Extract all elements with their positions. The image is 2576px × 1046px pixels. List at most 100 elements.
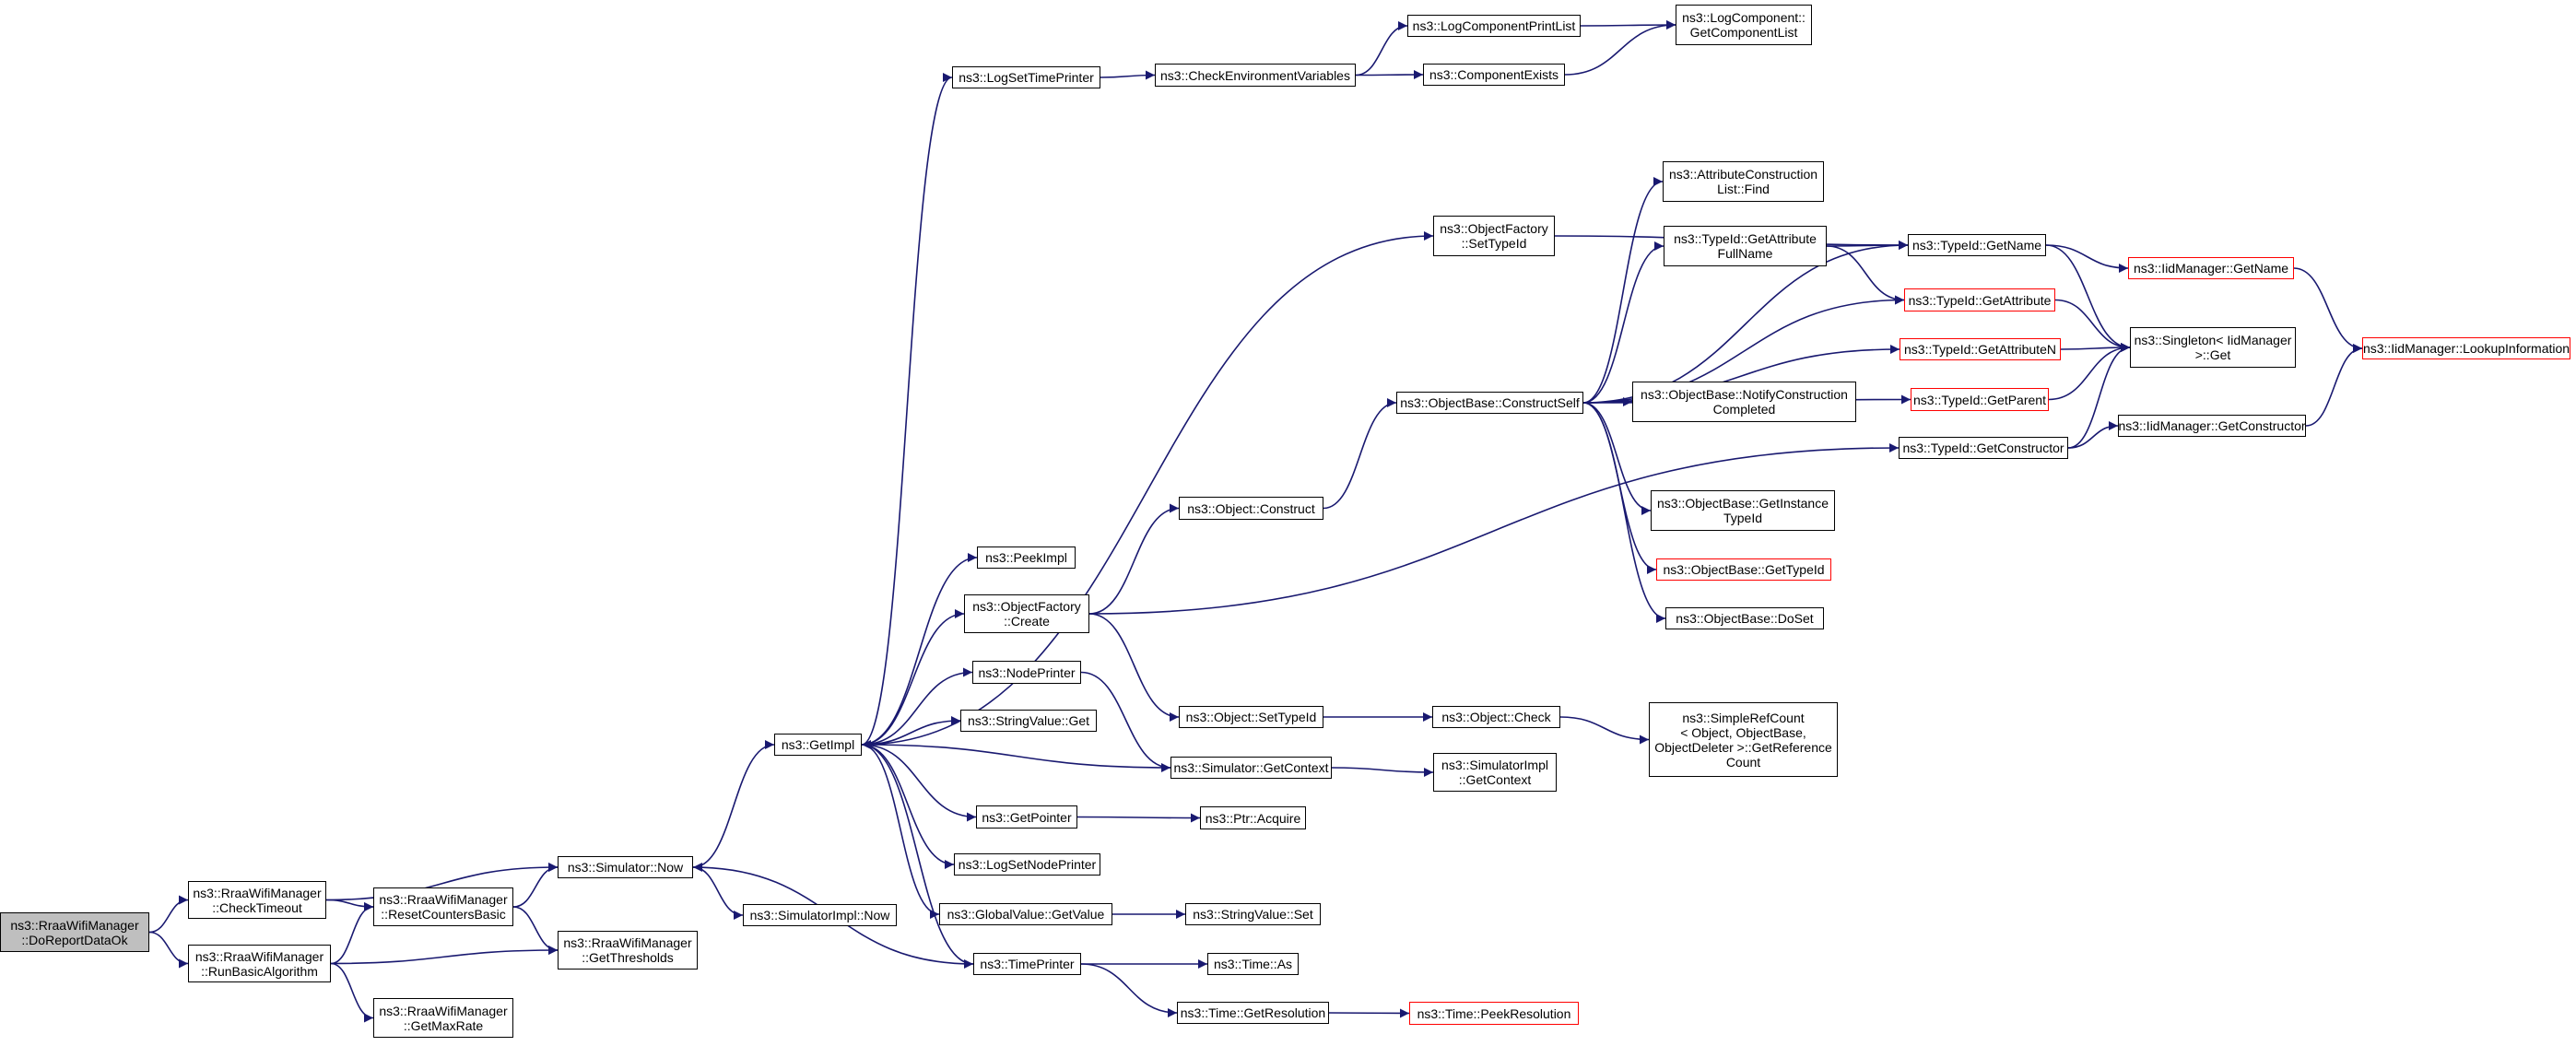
- edge-timegetres-to-timepeekres: [1328, 1008, 1410, 1018]
- node-stringvalueget[interactable]: ns3::StringValue::Get: [960, 710, 1097, 732]
- edge-runbasic-to-getthresholds: [330, 946, 559, 965]
- edge-objbaseconstructself-to-attrconstrfind: [1582, 177, 1664, 404]
- edge-simnow-to-simimplnow: [692, 866, 744, 920]
- edge-getimpl-to-logsettimeprinter: [861, 73, 953, 746]
- edge-typeidgetconstructor-to-iidmgrgetconstructor: [2067, 421, 2119, 449]
- node-iidmgrlookup[interactable]: ns3::IidManager::LookupInformation: [2362, 337, 2570, 359]
- edge-typeidgetconstructor-to-singletonget: [2067, 343, 2131, 449]
- node-objsettypeid[interactable]: ns3::Object::SetTypeId: [1179, 706, 1323, 728]
- node-logcompprintlist[interactable]: ns3::LogComponentPrintList: [1407, 15, 1581, 37]
- node-getimpl[interactable]: ns3::GetImpl: [774, 734, 862, 756]
- node-typeidgetattrfullname[interactable]: ns3::TypeId::GetAttribute FullName: [1664, 226, 1827, 266]
- node-objcheck[interactable]: ns3::Object::Check: [1432, 706, 1560, 728]
- edge-logcompprintlist-to-logcompgetlist: [1580, 20, 1676, 30]
- node-ofsettypeid[interactable]: ns3::ObjectFactory ::SetTypeId: [1433, 216, 1555, 256]
- node-iidmgrgetname[interactable]: ns3::IidManager::GetName: [2128, 257, 2294, 279]
- edge-objbaseconstructself-to-typeidgetattrfullname: [1582, 241, 1664, 404]
- edge-getimpl-to-nodeprinter: [861, 667, 973, 746]
- node-resetcounters[interactable]: ns3::RraaWifiManager ::ResetCountersBasi…: [373, 887, 513, 926]
- edge-timeprinter-to-timegetres: [1080, 963, 1178, 1017]
- node-objbasegettypeid[interactable]: ns3::ObjectBase::GetTypeId: [1656, 558, 1831, 581]
- node-ofcreate[interactable]: ns3::ObjectFactory ::Create: [964, 594, 1089, 633]
- node-objbasegetinstance[interactable]: ns3::ObjectBase::GetInstance TypeId: [1651, 490, 1835, 531]
- edge-resetcounters-to-getthresholds: [512, 906, 559, 955]
- node-simgetcontext[interactable]: ns3::Simulator::GetContext: [1170, 757, 1332, 779]
- node-ptracquire[interactable]: ns3::Ptr::Acquire: [1200, 806, 1306, 829]
- node-objbasedoset[interactable]: ns3::ObjectBase::DoSet: [1665, 607, 1824, 629]
- edge-getimpl-to-stringvalueget: [861, 716, 961, 746]
- node-objbasenotify[interactable]: ns3::ObjectBase::NotifyConstruction Comp…: [1632, 382, 1856, 422]
- node-attrconstrfind[interactable]: ns3::AttributeConstruction List::Find: [1663, 161, 1824, 202]
- edge-iidmgrgetconstructor-to-iidmgrlookup: [2305, 344, 2363, 427]
- node-iidmgrgetconstructor[interactable]: ns3::IidManager::GetConstructor: [2118, 415, 2306, 437]
- edge-ofcreate-to-typeidgetconstructor: [1088, 443, 1900, 615]
- node-singletonget[interactable]: ns3::Singleton< IidManager >::Get: [2130, 327, 2296, 368]
- node-typeidgetname[interactable]: ns3::TypeId::GetName: [1908, 234, 2046, 256]
- edge-typeidgetname-to-singletonget: [2045, 244, 2131, 352]
- node-timeprinter[interactable]: ns3::TimePrinter: [973, 953, 1081, 975]
- edge-getimpl-to-timeprinter: [861, 744, 974, 969]
- edge-checktimeout-to-simnow: [325, 863, 559, 901]
- node-timegetres[interactable]: ns3::Time::GetResolution: [1177, 1002, 1329, 1024]
- node-gvgetvalue[interactable]: ns3::GlobalValue::GetValue: [939, 903, 1112, 925]
- edge-objbaseconstructself-to-objbasedoset: [1582, 402, 1666, 623]
- node-timeas[interactable]: ns3::Time::As: [1207, 953, 1299, 975]
- node-typeidgetparent[interactable]: ns3::TypeId::GetParent: [1911, 388, 2049, 411]
- edge-typeidgetattrfullname-to-typeidgetattr: [1826, 245, 1905, 305]
- edge-typeidgetattrfullname-to-typeidgetname: [1826, 241, 1909, 251]
- node-simplerefcount[interactable]: ns3::SimpleRefCount < Object, ObjectBase…: [1649, 702, 1838, 777]
- edge-getpointer-to-ptracquire: [1076, 813, 1201, 823]
- edge-componentexists-to-logcompgetlist: [1564, 20, 1676, 76]
- node-runbasic[interactable]: ns3::RraaWifiManager ::RunBasicAlgorithm: [188, 945, 331, 982]
- edge-simgetcontext-to-simimplgetcontext: [1331, 767, 1434, 777]
- edge-objconstruct-to-objbaseconstructself: [1323, 398, 1397, 510]
- edge-runbasic-to-resetcounters: [330, 902, 374, 965]
- edge-ofcreate-to-objsettypeid: [1088, 613, 1180, 722]
- node-getthresholds[interactable]: ns3::RraaWifiManager ::GetThresholds: [558, 931, 698, 970]
- edge-getimpl-to-ofsettypeid: [861, 231, 1434, 746]
- edge-ofcreate-to-objconstruct: [1088, 503, 1180, 615]
- node-logcompgetlist[interactable]: ns3::LogComponent:: GetComponentList: [1676, 5, 1812, 45]
- edge-objbaseconstructself-to-objbasenotify: [1582, 397, 1633, 407]
- node-checktimeout[interactable]: ns3::RraaWifiManager ::CheckTimeout: [188, 881, 326, 919]
- edge-root-to-runbasic: [148, 931, 189, 969]
- edge-objcheck-to-simplerefcount: [1559, 716, 1650, 745]
- edge-runbasic-to-getmaxrate: [330, 962, 374, 1023]
- edge-getimpl-to-getpointer: [861, 744, 977, 822]
- node-objconstruct[interactable]: ns3::Object::Construct: [1179, 497, 1323, 520]
- edge-logsettimeprinter-to-checkenv: [1100, 70, 1156, 80]
- edge-checkenv-to-componentexists: [1355, 70, 1424, 80]
- node-componentexists[interactable]: ns3::ComponentExists: [1423, 64, 1565, 86]
- edge-typeidgetattr-to-singletonget: [2054, 299, 2131, 352]
- node-typeidgetattr[interactable]: ns3::TypeId::GetAttribute: [1904, 288, 2055, 311]
- edge-nodeprinter-to-simgetcontext: [1080, 671, 1171, 772]
- edge-getimpl-to-ofcreate: [861, 609, 965, 746]
- edge-getimpl-to-gvgetvalue: [861, 744, 940, 919]
- node-simimplnow[interactable]: ns3::SimulatorImpl::Now: [743, 904, 897, 926]
- node-simnow[interactable]: ns3::Simulator::Now: [558, 856, 693, 878]
- edge-typeidgetname-to-iidmgrgetname: [2045, 244, 2129, 273]
- node-peekimpl[interactable]: ns3::PeekImpl: [977, 547, 1076, 569]
- edge-iidmgrgetname-to-iidmgrlookup: [2293, 267, 2363, 353]
- node-typeidgetconstructor[interactable]: ns3::TypeId::GetConstructor: [1899, 437, 2068, 459]
- node-nodeprinter[interactable]: ns3::NodePrinter: [972, 661, 1081, 684]
- node-objbaseconstructself[interactable]: ns3::ObjectBase::ConstructSelf: [1396, 392, 1583, 414]
- node-getmaxrate[interactable]: ns3::RraaWifiManager ::GetMaxRate: [373, 998, 513, 1038]
- edge-checkenv-to-logcompprintlist: [1355, 21, 1408, 76]
- node-checkenv[interactable]: ns3::CheckEnvironmentVariables: [1155, 64, 1356, 87]
- edge-typeidgetparent-to-singletonget: [2048, 343, 2131, 401]
- node-timepeekres[interactable]: ns3::Time::PeekResolution: [1409, 1002, 1579, 1025]
- edge-getimpl-to-peekimpl: [861, 553, 978, 746]
- node-simimplgetcontext[interactable]: ns3::SimulatorImpl ::GetContext: [1433, 753, 1557, 792]
- edge-objbaseconstructself-to-typeidgetname: [1582, 241, 1909, 404]
- node-logsetnodeprinter[interactable]: ns3::LogSetNodePrinter: [954, 853, 1100, 876]
- node-stringvalueset[interactable]: ns3::StringValue::Set: [1185, 903, 1321, 925]
- node-root: ns3::RraaWifiManager ::DoReportDataOk: [0, 912, 149, 952]
- edge-simnow-to-getimpl: [692, 740, 775, 868]
- node-getpointer[interactable]: ns3::GetPointer: [976, 805, 1077, 829]
- edge-getimpl-to-logsetnodeprinter: [861, 744, 955, 869]
- node-typeidgetattrn[interactable]: ns3::TypeId::GetAttributeN: [1900, 338, 2061, 360]
- edge-simgetcontext-to-getimpl: [861, 740, 1171, 769]
- node-logsettimeprinter[interactable]: ns3::LogSetTimePrinter: [952, 66, 1100, 88]
